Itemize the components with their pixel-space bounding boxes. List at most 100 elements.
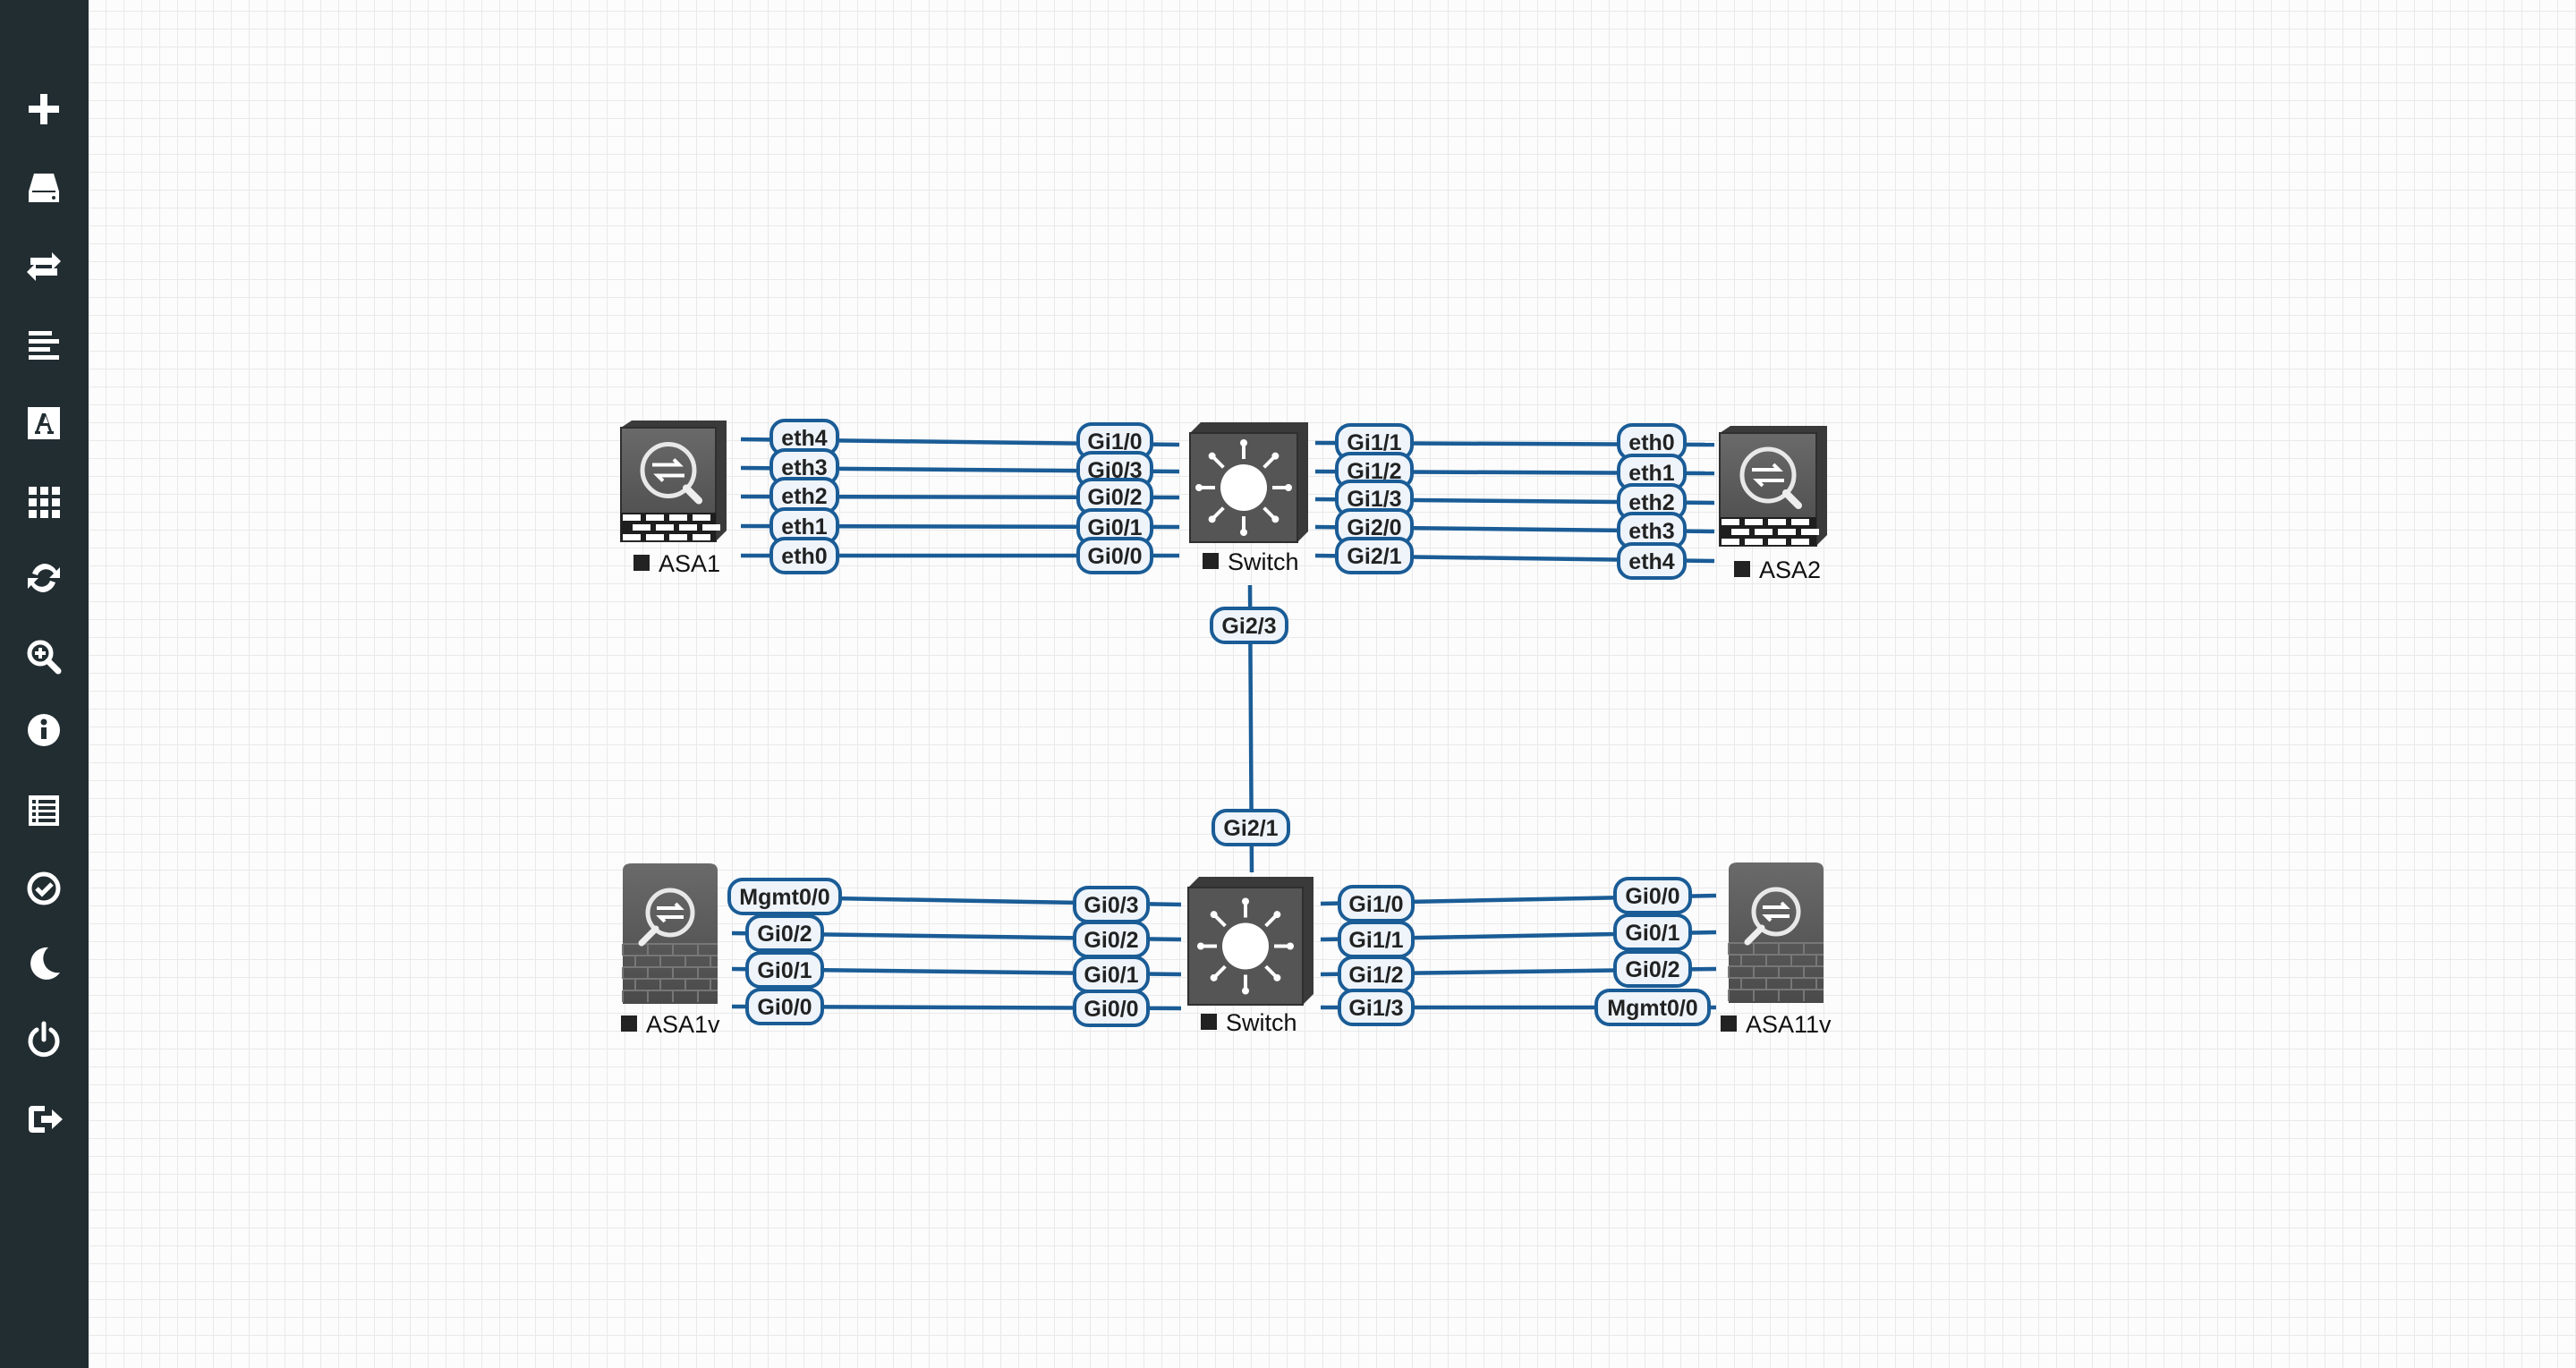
node-label: ASA1: [659, 550, 720, 577]
topology-canvas[interactable]: [89, 0, 2576, 1368]
port-label-text: Mgmt0/0: [739, 885, 829, 910]
port-label[interactable]: Gi1/1: [1338, 921, 1415, 958]
port-label[interactable]: Gi0/2: [1613, 950, 1692, 988]
pictures-tool[interactable]: [16, 474, 72, 530]
node-asa2[interactable]: ASA2: [1719, 426, 1827, 583]
port-label[interactable]: Gi0/1: [1613, 913, 1692, 951]
port-label-text: Gi0/0: [1084, 997, 1138, 1022]
networks-tool[interactable]: [16, 237, 72, 293]
font-icon: [28, 407, 60, 439]
port-label-text: Gi0/2: [757, 922, 812, 947]
status-tool[interactable]: [16, 861, 72, 916]
lab-list-tool[interactable]: [16, 783, 72, 838]
port-label[interactable]: Gi0/1: [1076, 508, 1153, 546]
port-label[interactable]: Gi0/3: [1073, 886, 1150, 923]
port-label-text: Gi2/0: [1347, 515, 1401, 540]
node-label: ASA1v: [646, 1011, 720, 1038]
asa-firewall-icon: [1719, 426, 1827, 547]
node-asa1[interactable]: ASA1: [620, 421, 727, 577]
node-asa11v[interactable]: ASA11v: [1721, 862, 1832, 1038]
port-label[interactable]: Mgmt0/0: [727, 878, 842, 915]
port-label-text: eth1: [1628, 461, 1675, 486]
port-label-text: eth2: [781, 484, 827, 509]
startup-configs-tool[interactable]: [16, 318, 72, 373]
text-tool[interactable]: [16, 395, 72, 451]
add-object-tool[interactable]: [16, 81, 72, 137]
zoom-tool[interactable]: [16, 629, 72, 684]
port-label[interactable]: Gi1/3: [1335, 480, 1414, 517]
port-label[interactable]: Gi0/1: [745, 951, 824, 989]
port-label[interactable]: eth2: [1617, 483, 1687, 521]
port-label-text: Gi0/0: [1625, 884, 1679, 909]
zoom-in-icon: [27, 640, 62, 675]
plus-icon: [29, 94, 59, 124]
info-icon: [28, 714, 60, 746]
port-label-text: Gi0/0: [757, 995, 812, 1020]
port-label-text: eth3: [781, 455, 827, 480]
check-circle-icon: [27, 871, 61, 905]
port-label-text: eth2: [1628, 490, 1674, 515]
port-label-text: eth3: [1628, 519, 1674, 544]
port-label-text: Gi1/1: [1347, 430, 1401, 455]
node-switch1[interactable]: Switch: [1189, 422, 1308, 575]
port-label-text: Gi0/1: [757, 958, 812, 983]
port-label-text: Gi2/1: [1347, 544, 1401, 569]
port-label[interactable]: Gi0/2: [1073, 921, 1150, 958]
port-label[interactable]: eth4: [1617, 542, 1687, 580]
port-label[interactable]: eth3: [1617, 512, 1687, 549]
port-label[interactable]: eth0: [769, 537, 839, 574]
port-label[interactable]: Gi2/3: [1210, 607, 1288, 644]
port-label-text: Gi1/3: [1348, 996, 1403, 1021]
node-asa1v[interactable]: ASA1v: [621, 863, 720, 1038]
port-label-text: eth4: [1628, 549, 1675, 574]
port-label-text: Gi2/1: [1223, 816, 1278, 841]
l3-switch-icon: [1189, 422, 1308, 543]
port-label-text: Gi1/2: [1348, 963, 1403, 988]
port-label[interactable]: Gi1/0: [1338, 885, 1415, 922]
moon-icon: [30, 947, 60, 980]
refresh-topology-tool[interactable]: [16, 550, 72, 606]
port-label[interactable]: Gi0/1: [1073, 956, 1150, 993]
node-status-square: [621, 1015, 637, 1032]
node-label: Switch: [1226, 1009, 1297, 1036]
port-label-text: eth0: [1628, 430, 1674, 455]
node-label: ASA11v: [1746, 1011, 1832, 1038]
node-switch2[interactable]: Switch: [1187, 877, 1314, 1036]
port-label[interactable]: Gi0/0: [745, 988, 824, 1025]
port-label[interactable]: Gi2/1: [1211, 809, 1290, 846]
node-status-square: [633, 555, 650, 571]
refresh-icon: [28, 563, 60, 593]
dark-mode-tool[interactable]: [16, 936, 72, 991]
port-label[interactable]: Gi0/0: [1076, 537, 1153, 574]
sidebar-toolbar: [0, 0, 89, 1368]
port-label[interactable]: eth3: [769, 448, 839, 486]
port-label[interactable]: Gi1/3: [1338, 989, 1415, 1026]
node-label: Switch: [1228, 548, 1299, 575]
lab-details-tool[interactable]: [16, 702, 72, 758]
port-label[interactable]: eth0: [1617, 423, 1687, 461]
port-label[interactable]: Mgmt0/0: [1594, 989, 1711, 1026]
port-label[interactable]: Gi0/0: [1073, 990, 1150, 1027]
port-label[interactable]: Gi2/1: [1335, 537, 1414, 574]
port-label[interactable]: Gi1/2: [1338, 956, 1415, 993]
node-status-square: [1734, 561, 1750, 577]
port-label-text: Gi0/1: [1625, 921, 1679, 946]
power-icon: [28, 1021, 60, 1058]
port-label[interactable]: Gi0/0: [1613, 877, 1692, 914]
l3-switch-icon: [1187, 877, 1314, 1006]
close-lab-tool[interactable]: [16, 1012, 72, 1067]
port-label-text: Gi1/0: [1087, 429, 1142, 455]
nodes-tool[interactable]: [16, 159, 72, 215]
exchange-icon: [27, 252, 61, 281]
asav-firewall-icon: [1728, 862, 1824, 1003]
port-label[interactable]: Gi0/2: [745, 914, 824, 952]
logout-tool[interactable]: [16, 1092, 72, 1147]
node-status-square: [1201, 1014, 1217, 1030]
port-label-text: Gi0/1: [1087, 515, 1142, 540]
port-label[interactable]: eth2: [769, 477, 839, 514]
port-label-text: Gi2/3: [1221, 614, 1276, 639]
port-label-text: Gi0/3: [1084, 893, 1138, 918]
hdd-icon: [29, 174, 59, 202]
